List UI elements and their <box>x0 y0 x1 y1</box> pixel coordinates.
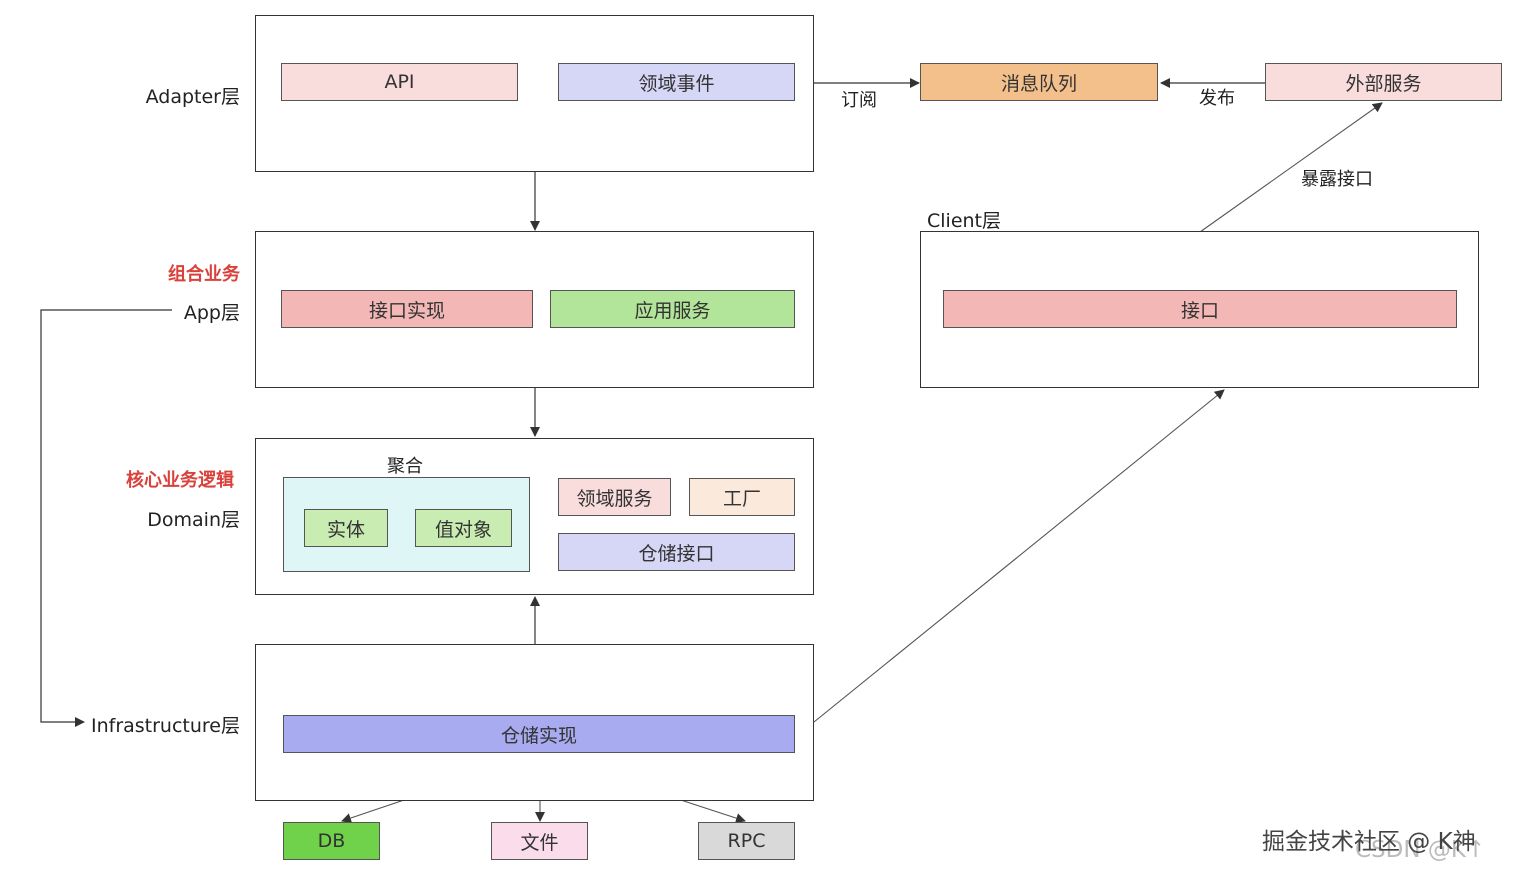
db-box: DB <box>283 822 380 860</box>
repository-interface-box: 仓储接口 <box>558 533 795 571</box>
client-layer-label: Client层 <box>927 210 1002 232</box>
arrow-infra-to-client <box>813 389 1225 723</box>
client-interface-box: 接口 <box>943 290 1457 328</box>
message-queue-box: 消息队列 <box>920 63 1158 101</box>
interface-impl-box: 接口实现 <box>281 290 533 328</box>
factory-box: 工厂 <box>689 478 795 516</box>
arrow-client-expose <box>1199 102 1383 233</box>
core-business-label: 核心业务逻辑 <box>126 470 234 491</box>
domain-event-box: 领域事件 <box>558 63 795 101</box>
watermark-faint: CSDN @K↑ <box>1355 837 1486 863</box>
publish-label: 发布 <box>1199 88 1235 109</box>
external-service-box: 外部服务 <box>1265 63 1502 101</box>
expose-interface-label: 暴露接口 <box>1301 169 1373 190</box>
combine-business-label: 组合业务 <box>168 264 240 285</box>
arrow-app-to-infra <box>40 309 172 727</box>
watermark-main: 掘金技术社区 @ K神 <box>1262 829 1476 855</box>
api-box: API <box>281 63 518 101</box>
rpc-box: RPC <box>698 822 795 860</box>
file-box: 文件 <box>491 822 588 860</box>
repository-impl-box: 仓储实现 <box>283 715 795 753</box>
domain-layer-label: Domain层 <box>147 509 240 531</box>
value-object-box: 值对象 <box>415 509 512 547</box>
app-service-box: 应用服务 <box>550 290 795 328</box>
domain-service-box: 领域服务 <box>558 478 671 516</box>
entity-box: 实体 <box>304 509 388 547</box>
adapter-layer-label: Adapter层 <box>145 86 240 108</box>
subscribe-label: 订阅 <box>841 90 877 111</box>
aggregate-label: 聚合 <box>387 456 423 477</box>
infrastructure-layer-label: Infrastructure层 <box>90 715 240 737</box>
app-layer-label: App层 <box>183 302 240 324</box>
